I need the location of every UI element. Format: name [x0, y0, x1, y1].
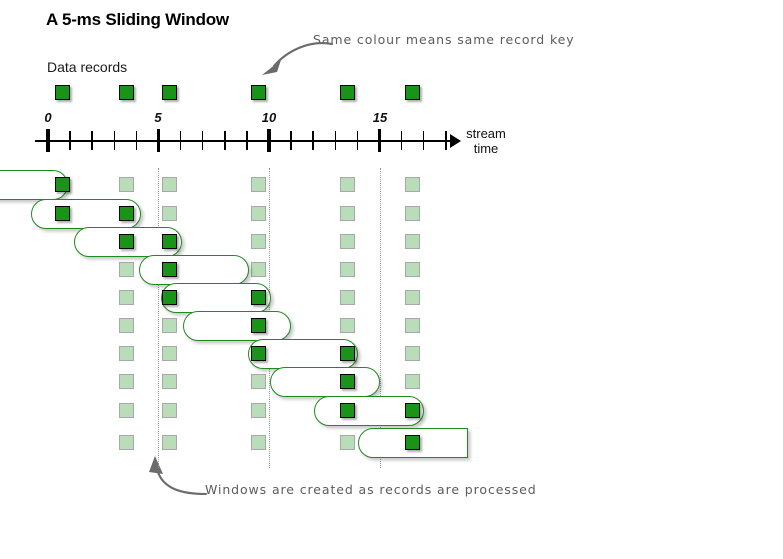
window-record-square: [55, 177, 70, 192]
ghost-record-square: [162, 318, 177, 333]
axis-tick-major: [267, 129, 271, 152]
ghost-record-square: [340, 435, 355, 450]
axis-tick-minor: [356, 131, 359, 150]
ghost-record-square: [251, 262, 266, 277]
ghost-record-square: [162, 403, 177, 418]
sliding-window-capsule: [248, 339, 358, 369]
guide-line: [380, 168, 381, 468]
ghost-record-square: [251, 435, 266, 450]
ghost-record-square: [340, 234, 355, 249]
axis-tick-label: 0: [44, 110, 52, 125]
window-record-square: [405, 403, 420, 418]
ghost-record-square: [119, 262, 134, 277]
ghost-record-square: [405, 206, 420, 221]
stream-time-axis: [35, 140, 453, 142]
ghost-record-square: [162, 346, 177, 361]
ghost-record-square: [119, 290, 134, 305]
axis-tick-major: [377, 129, 382, 152]
ghost-record-square: [405, 177, 420, 192]
window-record-square: [405, 435, 420, 450]
ghost-record-square: [251, 374, 266, 389]
window-record-square: [251, 318, 266, 333]
axis-tick-label: 15: [372, 110, 388, 125]
window-record-square: [340, 346, 355, 361]
ghost-record-square: [162, 435, 177, 450]
window-record-square: [162, 234, 177, 249]
axis-label-line1: stream: [466, 126, 506, 141]
sliding-window-capsule: [270, 367, 380, 397]
axis-tick-label: 5: [154, 110, 162, 125]
ghost-record-square: [405, 234, 420, 249]
ghost-record-square: [251, 403, 266, 418]
annotation-same-colour: Same colour means same record key: [313, 32, 575, 47]
data-record-square: [162, 85, 177, 100]
guide-line: [158, 168, 159, 468]
window-record-square: [119, 206, 134, 221]
page-title: A 5-ms Sliding Window: [46, 10, 229, 29]
axis-tick-minor: [334, 131, 337, 150]
annotation-arrow-bottom: [149, 456, 208, 496]
ghost-record-square: [119, 374, 134, 389]
ghost-record-square: [405, 374, 420, 389]
axis-tick-minor: [312, 131, 314, 150]
axis-tick-minor: [135, 131, 138, 150]
window-record-square: [251, 290, 266, 305]
axis-tick-minor: [246, 131, 248, 150]
axis-tick-minor: [91, 131, 93, 150]
window-record-square: [119, 234, 134, 249]
ghost-record-square: [405, 346, 420, 361]
axis-tick-label: 10: [261, 110, 277, 125]
axis-tick-minor: [290, 131, 292, 150]
axis-label-stream-time: stream time: [456, 126, 516, 156]
ghost-record-square: [162, 374, 177, 389]
window-record-square: [251, 346, 266, 361]
data-record-square: [251, 85, 266, 100]
ghost-record-square: [405, 262, 420, 277]
axis-label-line2: time: [473, 141, 499, 156]
ghost-record-square: [119, 177, 134, 192]
ghost-record-square: [251, 177, 266, 192]
data-record-square: [405, 85, 420, 100]
ghost-record-square: [119, 346, 134, 361]
data-record-square: [340, 85, 355, 100]
ghost-record-square: [340, 262, 355, 277]
ghost-record-square: [340, 177, 355, 192]
axis-tick-major: [156, 129, 161, 152]
axis-tick-major: [46, 129, 50, 152]
axis-tick-minor: [422, 131, 425, 150]
axis-tick-minor: [201, 131, 204, 150]
axis-tick-minor: [113, 131, 116, 150]
axis-tick-minor: [445, 131, 447, 150]
sliding-window-capsule: [183, 311, 291, 341]
window-record-square: [340, 374, 355, 389]
ghost-record-square: [119, 435, 134, 450]
sliding-window-capsule: [139, 255, 249, 285]
data-record-square: [119, 85, 134, 100]
data-records-label: Data records: [47, 59, 128, 75]
axis-tick-minor: [400, 131, 403, 150]
axis-tick-minor: [69, 131, 71, 150]
axis-tick-minor: [224, 131, 226, 150]
window-record-square: [340, 403, 355, 418]
annotation-windows-created: Windows are created as records are proce…: [205, 482, 537, 497]
ghost-record-square: [340, 318, 355, 333]
ghost-record-square: [251, 234, 266, 249]
ghost-record-square: [340, 206, 355, 221]
ghost-record-square: [162, 177, 177, 192]
ghost-record-square: [340, 290, 355, 305]
window-record-square: [162, 290, 177, 305]
window-record-square: [55, 206, 70, 221]
ghost-record-square: [405, 290, 420, 305]
annotation-arrow-top: [262, 42, 334, 75]
ghost-record-square: [405, 318, 420, 333]
ghost-record-square: [119, 403, 134, 418]
ghost-record-square: [162, 206, 177, 221]
window-record-square: [162, 262, 177, 277]
ghost-record-square: [119, 318, 134, 333]
axis-tick-minor: [179, 131, 182, 150]
axis-arrowhead: [450, 134, 461, 148]
ghost-record-square: [251, 206, 266, 221]
data-record-square: [55, 85, 70, 100]
